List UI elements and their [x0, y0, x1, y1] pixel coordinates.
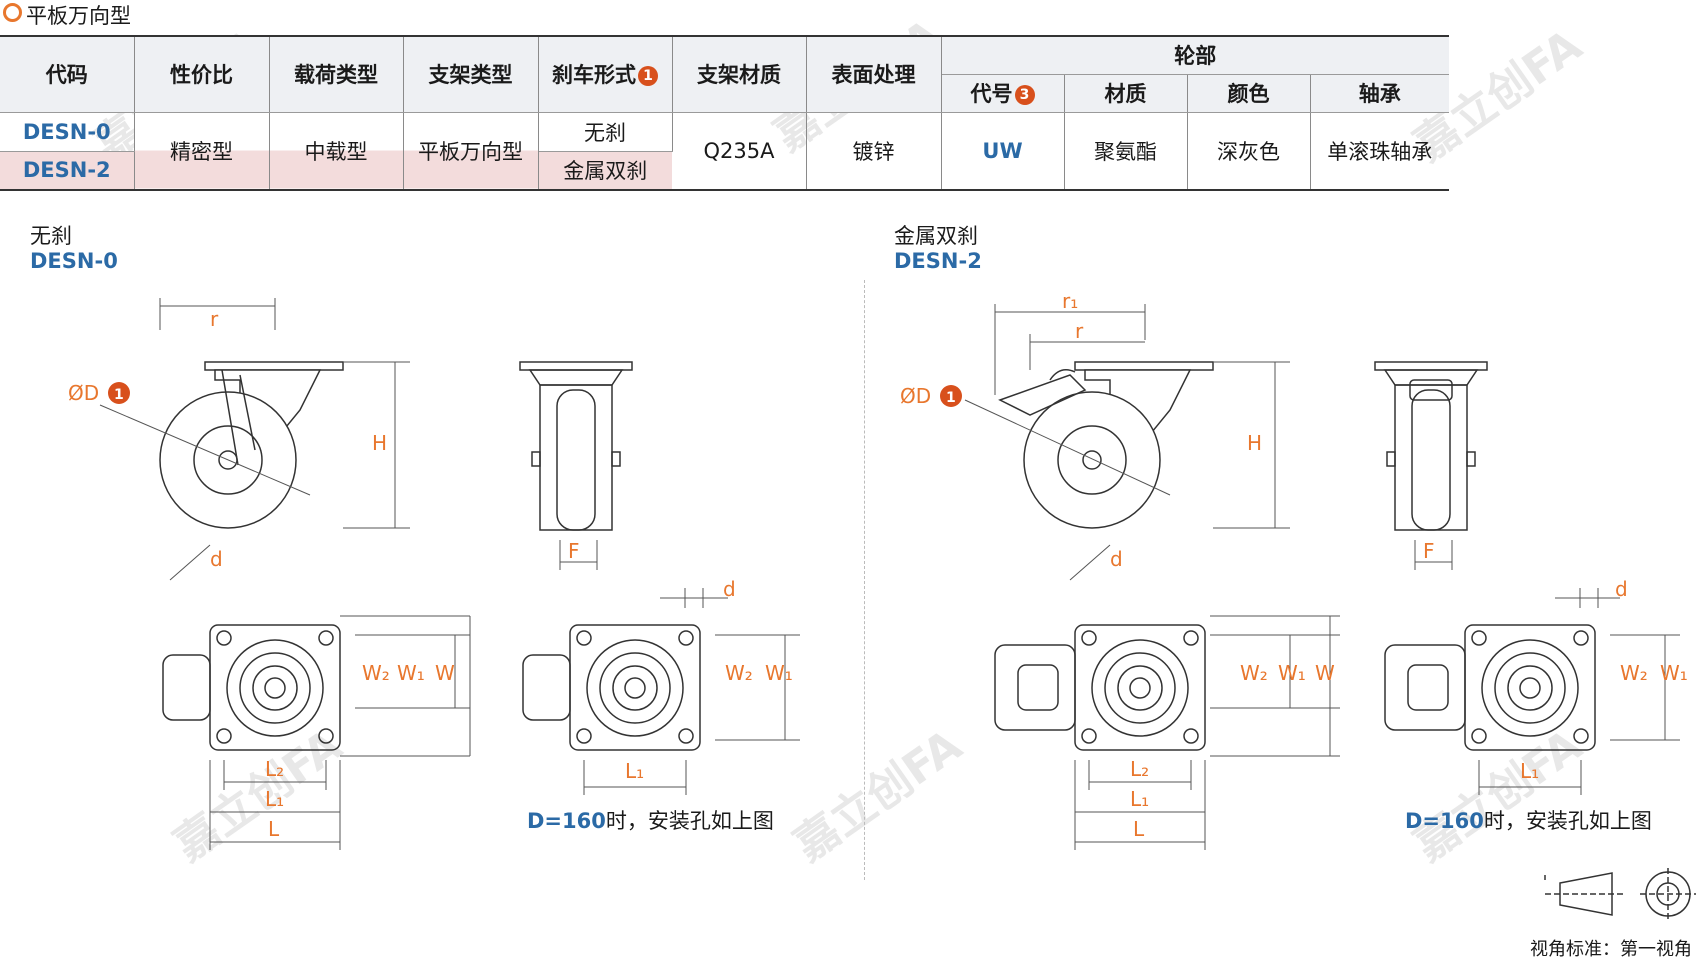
header-code: 代码	[0, 36, 135, 113]
left-caption: 无刹	[30, 224, 72, 248]
cell-value-ratio: 精密型	[134, 112, 270, 191]
cell-bracket-material: Q235A	[672, 112, 807, 191]
right-W2-label: W₂	[1240, 661, 1268, 685]
left-r-label: r	[210, 307, 219, 331]
header-wheel-group: 轮部	[941, 36, 1449, 75]
header-wheel-color: 颜色	[1187, 74, 1311, 113]
left-note-d: D=160	[527, 809, 606, 833]
left-code: DESN-0	[30, 249, 118, 273]
divider	[864, 280, 865, 880]
section-title: 平板万向型	[26, 4, 131, 28]
right-code: DESN-2	[894, 249, 982, 273]
header-brake-label: 刹车形式	[552, 63, 636, 88]
right-d2-label: d	[1615, 577, 1628, 601]
left-L-label: L	[268, 817, 280, 841]
left-W1b-label: W₁	[765, 661, 793, 685]
left-F-label: F	[568, 539, 580, 563]
first-angle-projection-icon	[1545, 868, 1696, 920]
right-note: D=160时，安装孔如上图	[1405, 805, 1652, 835]
right-D-badge: 1	[946, 390, 956, 406]
row-code-desn-2: DESN-2	[0, 151, 135, 191]
cell-wheel-color: 深灰色	[1187, 112, 1311, 191]
right-W-label: W	[1315, 661, 1335, 685]
right-L-label: L	[1133, 817, 1145, 841]
left-D-badge-circle	[108, 382, 130, 404]
right-W1-label: W₁	[1278, 661, 1306, 685]
right-D-label: ØD	[900, 384, 931, 408]
cell-brake-double: 金属双刹	[538, 151, 672, 191]
header-surface: 表面处理	[806, 36, 942, 113]
right-d-label: d	[1110, 547, 1123, 571]
right-W2b-label: W₂	[1620, 661, 1648, 685]
left-D-badge: 1	[114, 387, 124, 403]
header-wheel-bearing: 轴承	[1310, 74, 1449, 113]
header-value-ratio: 性价比	[134, 36, 270, 113]
brake-note-badge: 1	[638, 66, 658, 87]
right-caption: 金属双刹	[894, 224, 978, 248]
left-L2-label: L₂	[265, 757, 284, 781]
left-W-label: W	[435, 661, 455, 685]
wheel-code-note-badge: 3	[1014, 85, 1035, 105]
right-L2-label: L₂	[1130, 757, 1149, 781]
cell-wheel-material: 聚氨酯	[1064, 112, 1188, 191]
left-d2-label: d	[723, 577, 736, 601]
right-H-label: H	[1247, 431, 1262, 455]
cell-brake-none: 无刹	[538, 112, 673, 152]
header-wheel-code-label: 代号	[970, 82, 1013, 106]
left-L1b-label: L₁	[625, 759, 644, 783]
header-wheel-material: 材质	[1064, 74, 1188, 113]
left-D-label: ØD	[68, 381, 99, 405]
left-W1-label: W₁	[397, 661, 425, 685]
projection-standard: 视角标准：第一视角	[1530, 939, 1692, 960]
left-note-text: 时，安装孔如上图	[605, 809, 774, 833]
right-F-label: F	[1423, 539, 1435, 563]
section-title-icon	[3, 3, 22, 22]
left-H-label: H	[372, 431, 387, 455]
right-note-text: 时，安装孔如上图	[1483, 809, 1652, 833]
header-bracket-type: 支架类型	[403, 36, 539, 113]
left-L1-label: L₁	[265, 787, 284, 811]
cell-wheel-code: UW	[941, 112, 1065, 191]
cell-surface: 镀锌	[806, 112, 942, 191]
left-note: D=160时，安装孔如上图	[527, 805, 774, 835]
right-technical-drawing: r₁ r H F d W₂ W₁ W L₂ L₁ L d W₂ W₁ L₁ ØD…	[900, 289, 1688, 880]
cell-load-type: 中载型	[269, 112, 404, 191]
left-W2-label: W₂	[362, 661, 390, 685]
cell-bracket-type: 平板万向型	[403, 112, 539, 191]
right-note-d: D=160	[1405, 809, 1484, 833]
cell-wheel-bearing: 单滚珠轴承	[1310, 112, 1449, 191]
right-W1b-label: W₁	[1660, 661, 1688, 685]
left-technical-drawing: r H F d W₂ W₁ W L₂ L₁ L d W₂ W₁ L₁ ØD 1	[68, 298, 800, 850]
row-code-desn-0: DESN-0	[0, 112, 135, 152]
left-d-label: d	[210, 547, 223, 571]
right-L1b-label: L₁	[1520, 759, 1539, 783]
right-D-badge-circle	[940, 385, 962, 407]
left-W2b-label: W₂	[725, 661, 753, 685]
header-load-type: 载荷类型	[269, 36, 404, 113]
right-r1-label: r₁	[1062, 289, 1078, 313]
right-L1-label: L₁	[1130, 787, 1149, 811]
right-r-label: r	[1075, 319, 1084, 343]
header-bracket-material: 支架材质	[672, 36, 807, 113]
